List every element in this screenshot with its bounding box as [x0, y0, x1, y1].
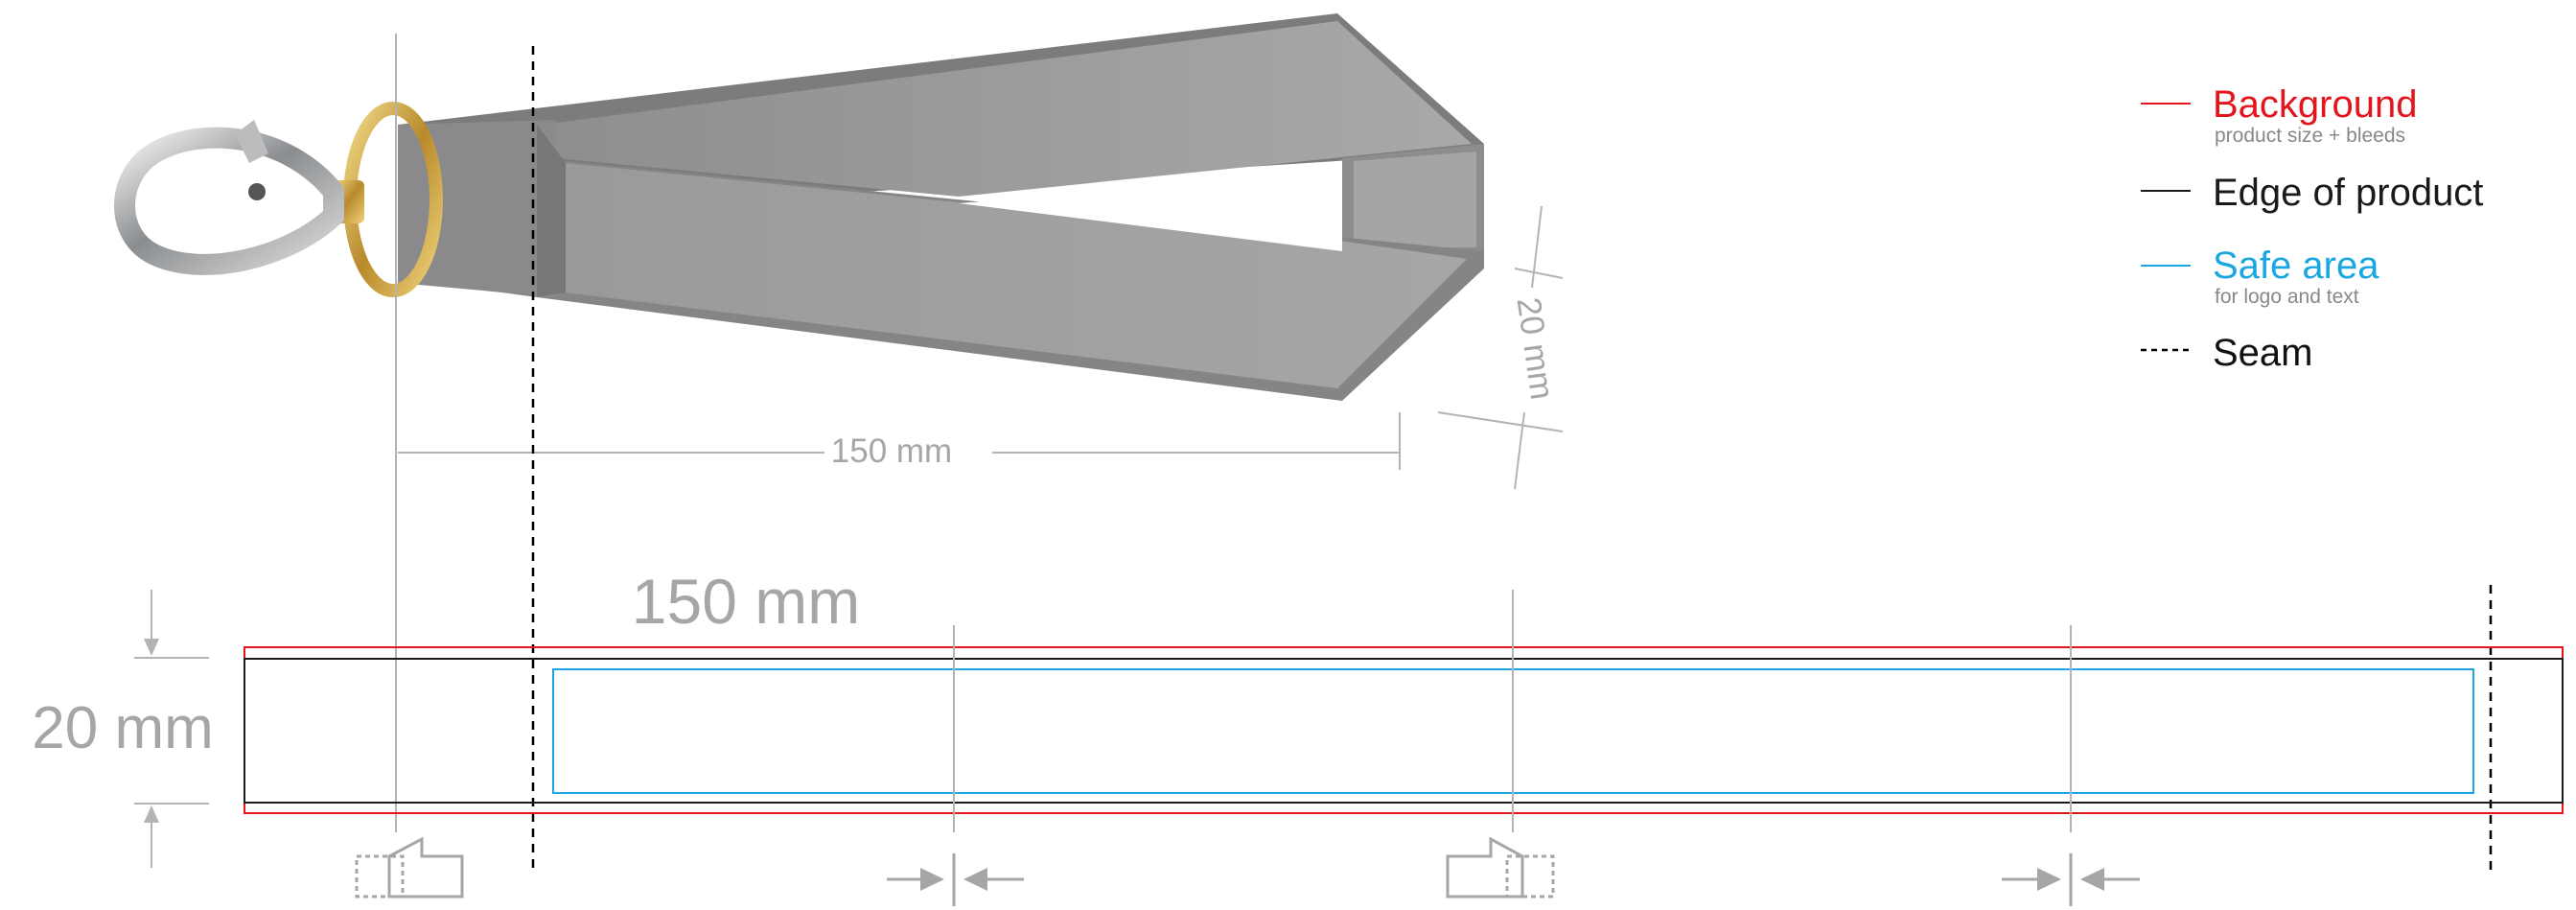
fold-right-icon [1446, 836, 1555, 898]
legend-background-sub: product size + bleeds [2215, 125, 2405, 147]
strap-back-face [556, 21, 1472, 197]
lobster-clasp-icon [114, 102, 443, 297]
top-width-dimension [1437, 205, 1564, 490]
legend-background-label: Background [2213, 83, 2417, 126]
strap-front-face [566, 163, 1467, 388]
flat-template [244, 590, 2564, 832]
flat-width-label: 20 mm [32, 695, 213, 761]
strap-root-fold [537, 125, 566, 297]
strap-opening [959, 173, 1342, 251]
background-bleed-rect [244, 646, 2564, 814]
top-length-label: 150 mm [831, 432, 952, 470]
seam-arrows-icon [887, 853, 1024, 906]
lanyard-illustration [114, 13, 1484, 401]
flat-width-dimension [134, 590, 209, 868]
legend-safe-label: Safe area [2213, 245, 2379, 287]
legend-edge-label: Edge of product [2213, 172, 2483, 214]
legend-seam-label: Seam [2213, 332, 2313, 374]
top-width-label: 20 mm [1510, 295, 1562, 402]
legend-safe-sub: for logo and text [2215, 286, 2359, 308]
edge-of-product-rect [244, 658, 2564, 804]
strap-loop-end-face [1354, 152, 1476, 247]
top-length-dimension [398, 412, 1401, 470]
legend: Background product size + bleeds Edge of… [2141, 83, 2483, 374]
flat-length-label: 150 mm [632, 566, 860, 637]
seam-arrows-icon-right [2002, 853, 2140, 906]
fold-left-icon [355, 836, 464, 898]
